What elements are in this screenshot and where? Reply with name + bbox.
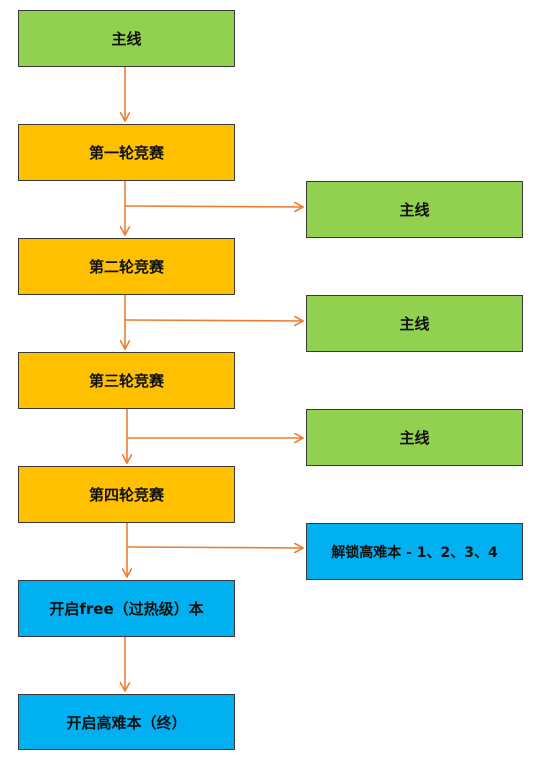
node-unlock-hard: 解锁高难本 - 1、2、3、4	[306, 523, 523, 580]
node-side-main-2-label: 主线	[399, 315, 430, 333]
node-main-start-label: 主线	[111, 30, 142, 48]
node-round-3: 第三轮竞赛	[18, 352, 235, 409]
node-open-hard-final-label: 开启高难本（终）	[66, 713, 187, 732]
node-side-main-2: 主线	[306, 295, 523, 352]
node-round-2-label: 第二轮竞赛	[88, 258, 164, 276]
node-side-main-1: 主线	[306, 181, 523, 238]
node-open-free: 开启free（过热级）本	[18, 580, 235, 637]
node-side-main-3-label: 主线	[399, 429, 430, 447]
node-side-main-3: 主线	[306, 409, 523, 466]
node-round-2: 第二轮竞赛	[18, 238, 235, 295]
node-main-start: 主线	[18, 10, 235, 67]
node-open-hard-final: 开启高难本（终）	[18, 694, 235, 750]
node-round-1: 第一轮竞赛	[18, 124, 235, 181]
node-round-1-label: 第一轮竞赛	[88, 144, 164, 162]
node-round-3-label: 第三轮竞赛	[88, 372, 164, 390]
node-unlock-hard-label: 解锁高难本 - 1、2、3、4	[331, 544, 498, 561]
arrow-round4-to-unlock-hard	[126, 547, 303, 548]
node-side-main-1-label: 主线	[399, 201, 430, 219]
arrow-round2-to-side-main	[124, 320, 303, 321]
node-open-free-label: 开启free（过热级）本	[49, 600, 204, 618]
arrow-round1-to-side-main	[124, 206, 303, 207]
node-round-4: 第四轮竞赛	[18, 466, 235, 523]
node-round-4-label: 第四轮竞赛	[88, 486, 164, 504]
